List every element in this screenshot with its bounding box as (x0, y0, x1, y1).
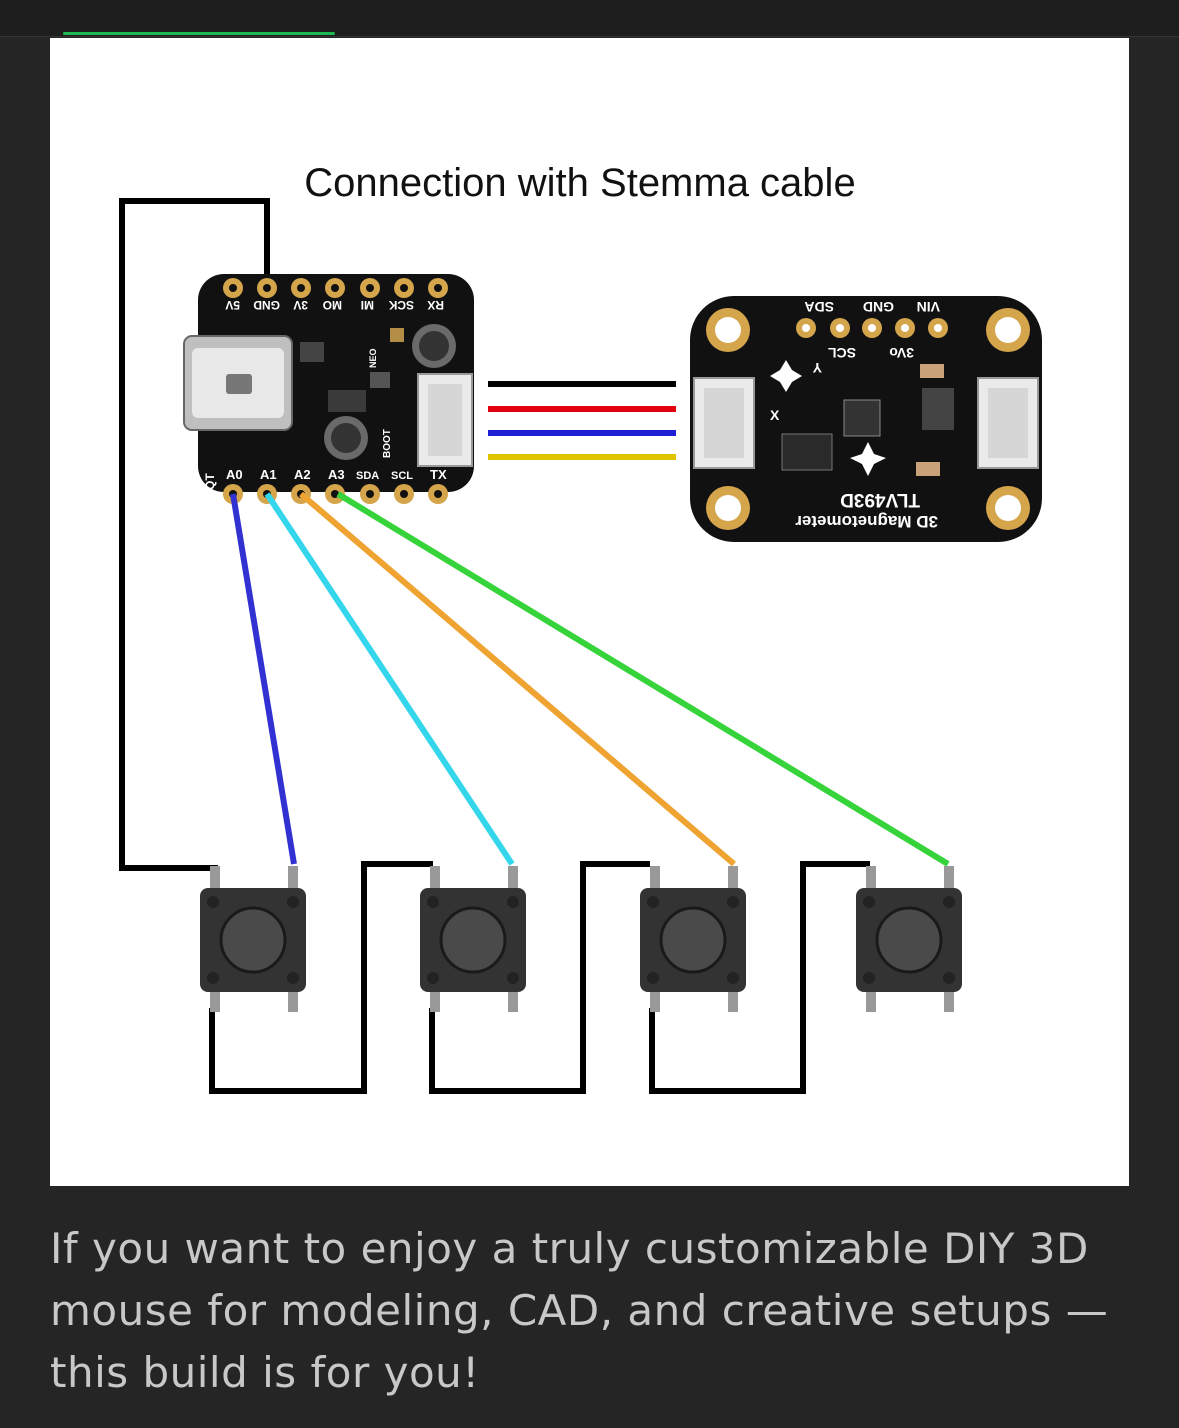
tactile-button-3 (640, 866, 746, 1012)
sensor-pin-vin: VIN (917, 299, 940, 315)
sensor-axis-x: X (770, 407, 780, 423)
wire-a2 (299, 491, 736, 867)
sensor-pin-gnd: GND (863, 299, 894, 315)
sensor-subtitle: 3D Magnetometer (795, 512, 938, 531)
qtpy-pin-tx: TX (430, 467, 447, 482)
tactile-button-4 (856, 866, 962, 1012)
magnetometer-board: VIN GND SDA 3Vo SCL X Y 3D Magnetometer … (690, 296, 1042, 542)
tactile-button-1 (200, 866, 306, 1012)
qtpy-pin-a3: A3 (328, 467, 345, 482)
qtpy-pin-sck: SCK (388, 298, 414, 312)
sensor-name: TLV493D (840, 489, 920, 510)
qtpy-pin-mo: MO (323, 298, 342, 312)
qtpy-pin-3v: 3V (293, 298, 308, 312)
qtpy-pin-gnd: GND (253, 298, 280, 312)
qtpy-label-rst: RST (479, 300, 490, 320)
wire-a0 (230, 493, 297, 865)
qtpy-pin-a0: A0 (226, 467, 243, 482)
stemma-cable (488, 381, 676, 460)
top-bar (0, 0, 1179, 37)
qtpy-label-neo: NEO (368, 348, 378, 368)
reading-progress-bar (63, 32, 335, 35)
qtpy-pin-rx: RX (427, 298, 444, 312)
tactile-button-2 (420, 866, 526, 1012)
qtpy-label-boot: BOOT (382, 429, 393, 458)
qtpy-label-i2c: I2C (477, 458, 488, 474)
qtpy-pin-a2: A2 (294, 467, 311, 482)
sensor-pin-scl: SCL (828, 345, 856, 361)
wire-a1 (264, 492, 515, 866)
button-ground-chain (209, 861, 433, 1094)
ground-wire (119, 198, 270, 871)
sensor-pin-sda: SDA (804, 299, 834, 315)
qtpy-pin-a1: A1 (260, 467, 277, 482)
qtpy-pin-scl: SCL (391, 470, 413, 482)
qtpy-board: A0 A1 A2 A3 SDA SCL TX 5V GND 3V MO MI S… (183, 274, 490, 504)
diagram-title: Connection with Stemma cable (304, 161, 855, 205)
qtpy-pin-sda: SDA (356, 470, 379, 482)
qtpy-label-qt: QT (203, 473, 217, 490)
wiring-diagram-image: Connection with Stemma cable (50, 38, 1129, 1186)
qtpy-pin-5v: 5V (225, 298, 240, 312)
article-caption: If you want to enjoy a truly customizabl… (50, 1224, 1109, 1397)
wire-a3 (336, 491, 950, 867)
sensor-axis-y: Y (812, 360, 822, 376)
qtpy-pin-mi: MI (361, 298, 374, 312)
sensor-pin-3vo: 3Vo (889, 345, 914, 361)
